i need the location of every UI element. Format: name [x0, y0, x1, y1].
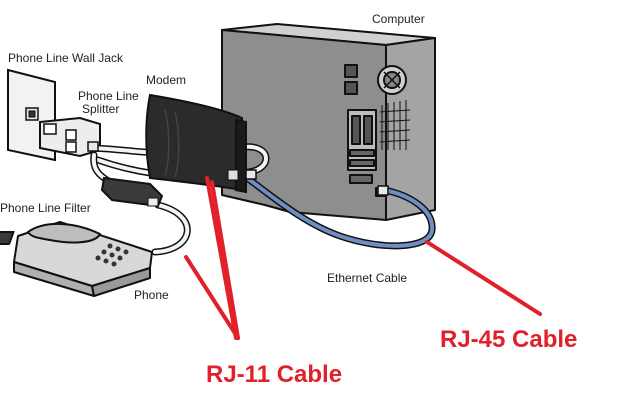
rj11-pointer-phone	[184, 255, 240, 340]
wall-jack-label: Phone Line Wall Jack	[8, 51, 123, 65]
rj11-pointer-left	[205, 176, 238, 340]
splitter-label-line2: Splitter	[82, 102, 120, 116]
cable-plugs	[87, 141, 389, 196]
rj45-callout-label: RJ-45 Cable	[440, 326, 578, 353]
filter-label: Phone Line Filter	[0, 201, 91, 215]
phone-line-splitter	[39, 116, 101, 158]
splitter-label-line1: Phone Line	[78, 89, 139, 103]
phone-label: Phone	[134, 288, 169, 302]
computer-tower	[221, 23, 436, 221]
modem	[145, 93, 247, 194]
rj11-callout-label: RJ-11 Cable	[206, 361, 343, 388]
ethernet-label: Ethernet Cable	[327, 271, 408, 285]
phone-line-filter	[100, 176, 164, 208]
phone	[0, 221, 153, 297]
rj11-pointer-right	[210, 180, 240, 340]
computer-label: Computer	[372, 12, 425, 26]
rj45-pointer	[425, 240, 542, 316]
ethernet-cable-path	[240, 172, 436, 250]
callout-lines	[184, 176, 542, 340]
modem-label: Modem	[146, 73, 187, 87]
